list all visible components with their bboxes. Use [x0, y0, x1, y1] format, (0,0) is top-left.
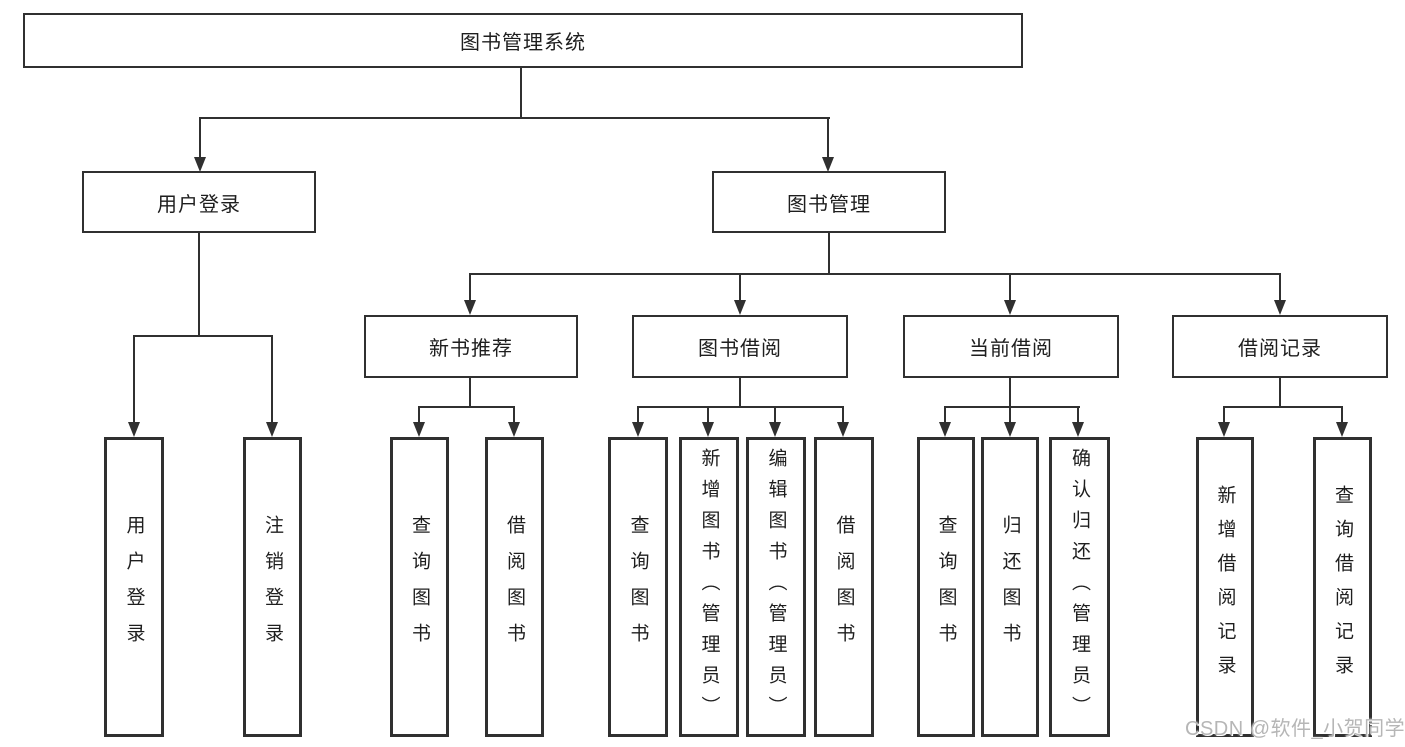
connector-line: [739, 273, 741, 301]
leaf-query-books-current-label: 查询图书: [935, 515, 957, 659]
connector-line: [198, 233, 200, 336]
connector-line: [199, 117, 830, 119]
leaf-logout: 注销登录: [243, 437, 302, 737]
connector-line: [520, 68, 522, 118]
connector-line: [469, 273, 471, 301]
connector-line: [1279, 273, 1281, 301]
node-book-borrow-label: 图书借阅: [698, 338, 782, 360]
connector-line: [944, 406, 1080, 408]
arrowhead-down-icon: [702, 422, 714, 437]
arrowhead-down-icon: [1004, 422, 1016, 437]
leaf-return-books-label: 归还图书: [999, 515, 1021, 659]
node-current-borrow: 当前借阅: [903, 315, 1119, 378]
arrowhead-down-icon: [266, 422, 278, 437]
connector-line: [1009, 273, 1011, 301]
node-user-login: 用户登录: [82, 171, 316, 233]
leaf-user-login-label: 用户登录: [123, 515, 145, 659]
leaf-edit-books-admin-label: 编辑图书（管理员）: [765, 447, 787, 727]
leaf-edit-books-admin: 编辑图书（管理员）: [746, 437, 806, 737]
connector-line: [707, 406, 709, 423]
leaf-query-borrow-record-label: 查询借阅记录: [1332, 485, 1353, 689]
leaf-query-books-recommend: 查询图书: [390, 437, 449, 737]
arrowhead-down-icon: [822, 157, 834, 172]
arrowhead-down-icon: [508, 422, 520, 437]
leaf-borrow-books-recommend-label: 借阅图书: [504, 515, 525, 659]
connector-line: [842, 406, 844, 423]
connector-line: [133, 335, 273, 337]
leaf-borrow-books-recommend: 借阅图书: [485, 437, 544, 737]
arrowhead-down-icon: [734, 300, 746, 315]
connector-line: [1009, 406, 1011, 423]
leaf-query-books-current: 查询图书: [917, 437, 975, 737]
connector-line: [1223, 406, 1225, 423]
node-book-management-label: 图书管理: [787, 193, 871, 216]
leaf-add-books-admin: 新增图书（管理员）: [679, 437, 739, 737]
arrowhead-down-icon: [1072, 422, 1084, 437]
node-root-label: 图书管理系统: [460, 32, 586, 54]
node-new-book-recommend-label: 新书推荐: [429, 338, 513, 360]
connector-line: [774, 406, 776, 423]
leaf-confirm-return-admin: 确认归还（管理员）: [1049, 437, 1110, 737]
leaf-query-books-borrow: 查询图书: [608, 437, 668, 737]
connector-line: [827, 117, 829, 158]
arrowhead-down-icon: [1218, 422, 1230, 437]
leaf-confirm-return-admin-label: 确认归还（管理员）: [1069, 447, 1090, 727]
leaf-query-books-borrow-label: 查询图书: [627, 515, 649, 659]
connector-line: [1077, 406, 1079, 423]
connector-line: [418, 406, 420, 423]
connector-line: [1279, 378, 1281, 407]
node-root: 图书管理系统: [23, 13, 1023, 68]
leaf-add-borrow-record: 新增借阅记录: [1196, 437, 1254, 737]
leaf-user-login: 用户登录: [104, 437, 164, 737]
arrowhead-down-icon: [128, 422, 140, 437]
connector-line: [637, 406, 844, 408]
connector-line: [1341, 406, 1343, 423]
connector-line: [637, 406, 639, 423]
arrowhead-down-icon: [464, 300, 476, 315]
arrowhead-down-icon: [1004, 300, 1016, 315]
leaf-add-books-admin-label: 新增图书（管理员）: [698, 447, 720, 727]
arrowhead-down-icon: [939, 422, 951, 437]
connector-line: [1223, 406, 1343, 408]
node-book-borrow: 图书借阅: [632, 315, 848, 378]
arrowhead-down-icon: [769, 422, 781, 437]
connector-line: [513, 406, 515, 423]
node-borrow-records: 借阅记录: [1172, 315, 1388, 378]
connector-line: [828, 233, 830, 274]
leaf-logout-label: 注销登录: [262, 515, 283, 659]
connector-line: [944, 406, 946, 423]
leaf-borrow-books: 借阅图书: [814, 437, 874, 737]
node-book-management: 图书管理: [712, 171, 946, 233]
connector-line: [469, 378, 471, 407]
node-borrow-records-label: 借阅记录: [1238, 338, 1322, 360]
node-current-borrow-label: 当前借阅: [969, 338, 1053, 360]
arrowhead-down-icon: [194, 157, 206, 172]
connector-line: [271, 335, 273, 423]
connector-line: [418, 406, 515, 408]
leaf-query-books-recommend-label: 查询图书: [409, 515, 430, 659]
csdn-watermark: CSDN @软件_小贺同学: [1185, 718, 1405, 740]
node-new-book-recommend: 新书推荐: [364, 315, 578, 378]
connector-line: [739, 378, 741, 407]
leaf-query-borrow-record: 查询借阅记录: [1313, 437, 1372, 737]
node-user-login-label: 用户登录: [157, 193, 241, 216]
arrowhead-down-icon: [413, 422, 425, 437]
leaf-borrow-books-label: 借阅图书: [833, 515, 855, 659]
connector-line: [199, 117, 201, 158]
arrowhead-down-icon: [1336, 422, 1348, 437]
leaf-add-borrow-record-label: 新增借阅记录: [1214, 485, 1236, 689]
connector-line: [133, 335, 135, 423]
arrowhead-down-icon: [632, 422, 644, 437]
arrowhead-down-icon: [837, 422, 849, 437]
connector-line: [469, 273, 1281, 275]
connector-line: [1009, 378, 1011, 407]
arrowhead-down-icon: [1274, 300, 1286, 315]
leaf-return-books: 归还图书: [981, 437, 1039, 737]
